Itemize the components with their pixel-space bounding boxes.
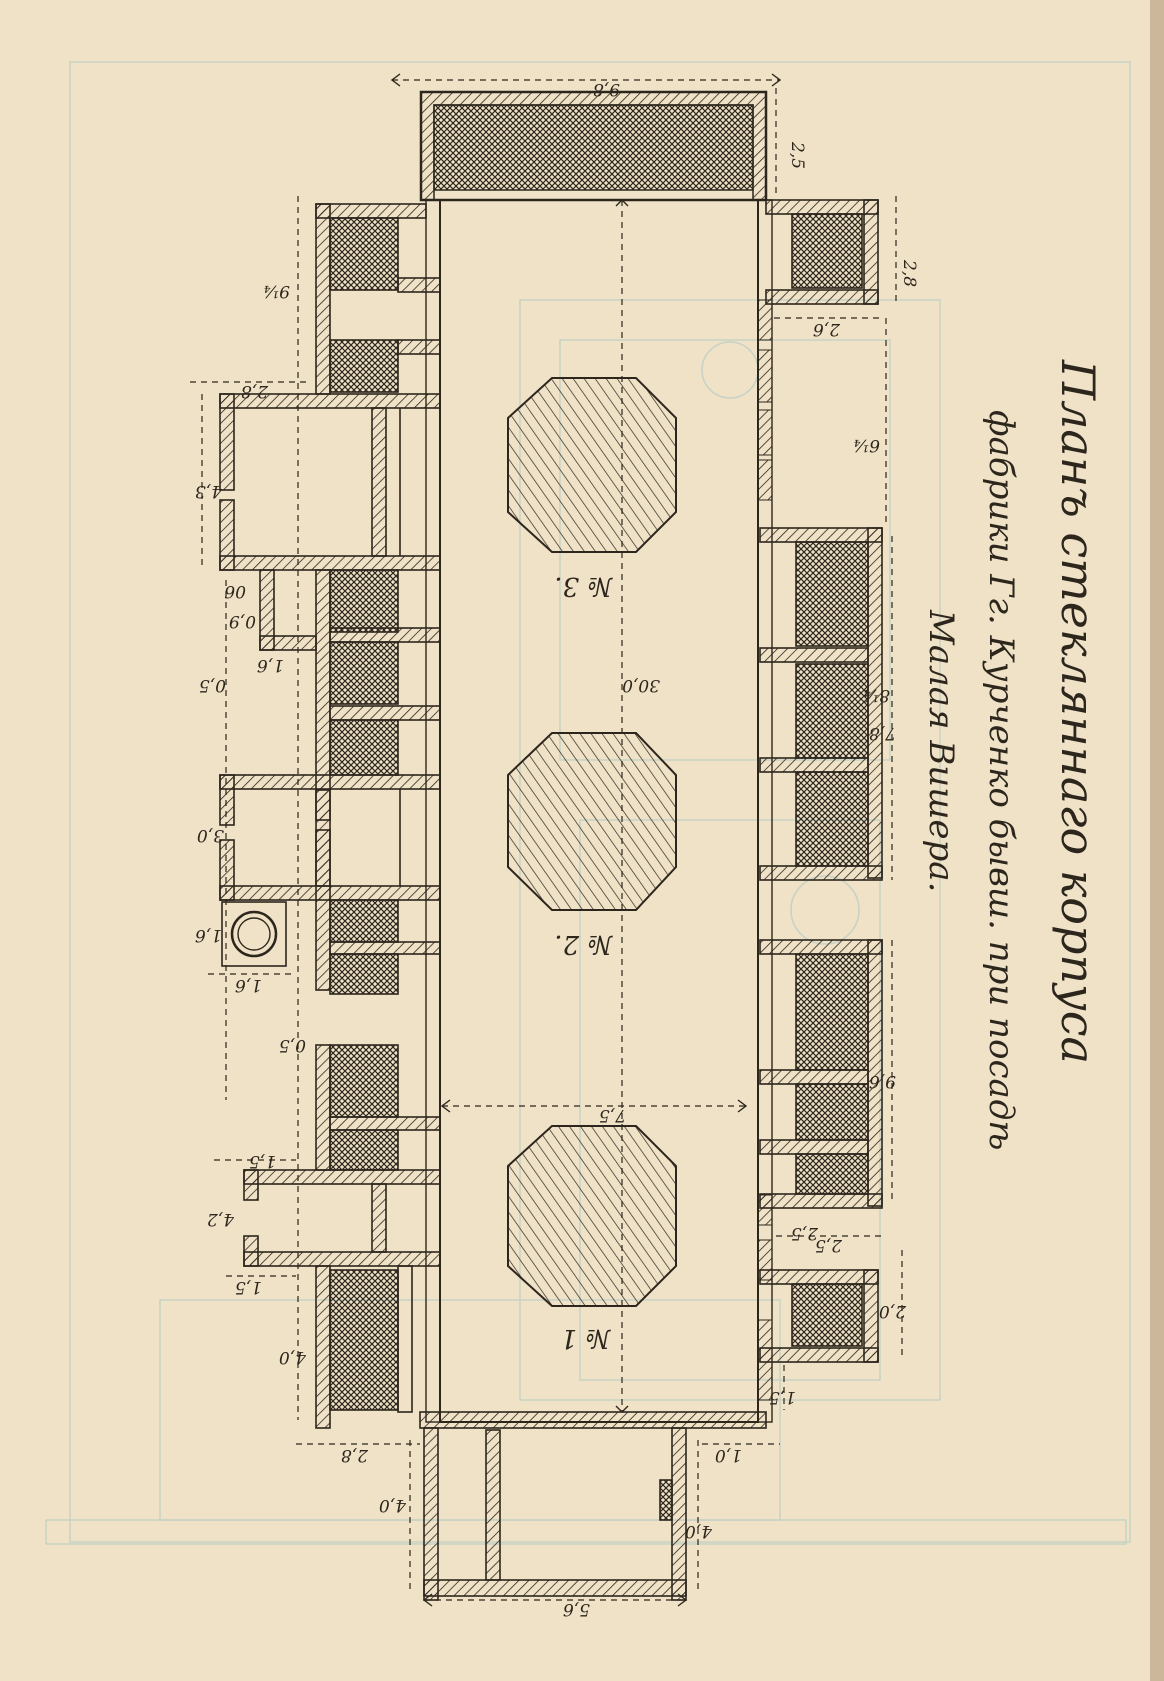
dim-left-14: 4,0: [279, 1347, 307, 1367]
dim-right-4: 8¼: [863, 685, 890, 705]
right-wing: [759, 199, 883, 1363]
dim-right-0: 2,8: [899, 259, 919, 287]
furnace-3: [507, 377, 677, 553]
furnace-2: [507, 732, 677, 911]
dim-left-1: 2,8: [241, 381, 269, 401]
dim-top-block-depth: 2,5: [787, 141, 807, 169]
dim-left-4: 0,9: [229, 611, 256, 631]
dim-right-5: 9,6: [869, 1071, 896, 1091]
dim-bottom-2: 5,6: [563, 1599, 590, 1619]
dim-center-width: 7,5: [599, 1105, 626, 1125]
dim-left-0: 9¼: [263, 281, 290, 301]
dim-right-8: 2,0: [879, 1301, 907, 1321]
central-hall: [419, 199, 773, 1429]
furnace-3-label: № 3.: [554, 571, 613, 601]
furnace-1: [507, 1125, 677, 1307]
title-line-2: фабрики Гг. Курченко бывш. при посадѣ: [981, 410, 1021, 1150]
dimension-lines: [190, 79, 903, 1601]
furnace-1-label: № 1: [561, 1323, 611, 1353]
dim-right-6: 2,5: [815, 1235, 843, 1255]
dim-left-2: 4,3: [195, 481, 223, 501]
dim-left-10: 0,5: [279, 1035, 306, 1055]
dimension-labels: 9,8 2,5 30,0 7,5 9¼ 2,8 4,3 06 0,9 1,6 0…: [195, 79, 919, 1619]
arrowheads: [390, 73, 782, 1607]
furnace-labels: № 3. № 2. № 1: [554, 571, 613, 1353]
dim-left-7: 3,0: [197, 825, 224, 845]
bottom-annex: [423, 1427, 687, 1601]
dim-left-5: 1,6: [257, 655, 284, 675]
dim-bottom-0: 4,0: [379, 1495, 407, 1515]
dim-right-2: 6¼: [853, 435, 880, 455]
bleed-through-plan: [45, 61, 1131, 1545]
dim-left-8: 1,6: [195, 925, 222, 945]
top-block: [419, 90, 768, 202]
dim-right-1: 2,6: [813, 319, 841, 339]
furnace-2-label: № 2.: [554, 929, 613, 959]
title-line-1: Планъ стекляннаго корпуса: [1051, 359, 1105, 1064]
dim-top-overall: 9,8: [593, 79, 620, 99]
round-vessel-icon: [221, 901, 287, 967]
dim-center-length: 30,0: [622, 675, 660, 695]
paper-right-edge: [1150, 0, 1164, 1681]
left-wing: [219, 203, 441, 1429]
dim-bottom-3: 1,0: [715, 1445, 742, 1465]
title-block: Планъ стекляннаго корпуса фабрики Гг. Ку…: [921, 359, 1105, 1150]
dim-right-3: 7,8: [869, 723, 896, 743]
dim-left-12: 4,2: [207, 1209, 235, 1229]
dim-right-9: 1,5: [769, 1387, 796, 1407]
dim-left-11: 1,5: [249, 1151, 276, 1171]
title-line-3: Малая Вишера.: [921, 609, 961, 892]
dim-bottom-1: 4,0: [685, 1521, 713, 1541]
dim-left-13: 1,5: [235, 1277, 262, 1297]
furnaces: [507, 377, 677, 1307]
dim-left-9: 1,6: [235, 975, 262, 995]
dim-left-15: 2,8: [341, 1445, 369, 1465]
dim-right-7: 2,5: [791, 1223, 819, 1243]
dim-left-3: 06: [224, 581, 246, 601]
dim-left-6: 0,5: [199, 675, 226, 695]
